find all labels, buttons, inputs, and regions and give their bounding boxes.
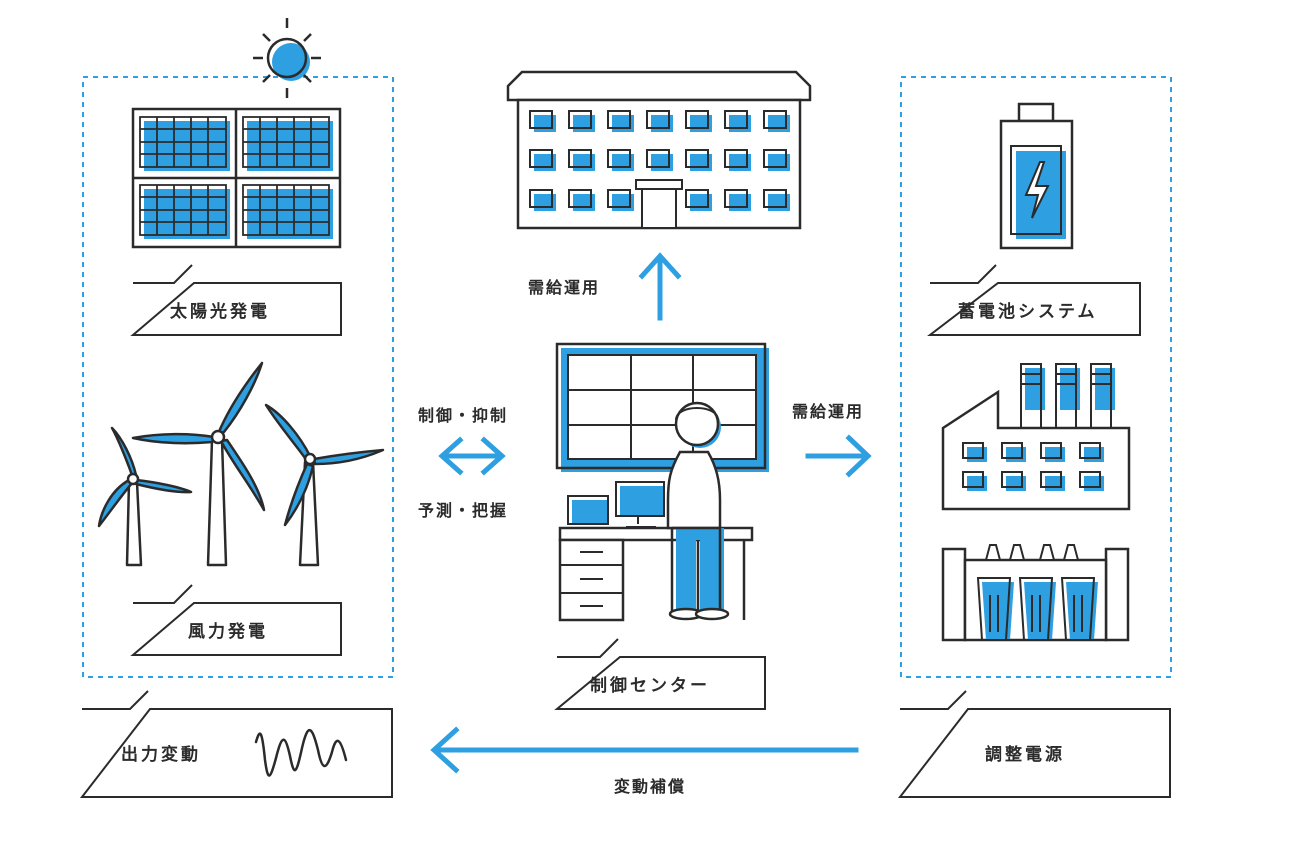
- output-fluctuation-label: 出力変動: [121, 740, 201, 765]
- control-suppress-label: 制御・抑制: [418, 402, 508, 426]
- wind-turbine-icon: [99, 363, 383, 565]
- battery-icon: [1001, 104, 1072, 248]
- adjustable-power-label: 調整電源: [985, 740, 1065, 765]
- arrow-right-icon: [808, 438, 868, 474]
- supply-demand-right-label: 需給運用: [792, 398, 864, 422]
- wind-label: 風力発電: [188, 617, 268, 642]
- arrow-up-icon: [642, 256, 678, 318]
- sun-icon: [253, 18, 321, 98]
- control-center-icon: [557, 344, 769, 620]
- forecast-grasp-label: 予測・把握: [418, 497, 508, 521]
- hydro-plant-icon: [943, 545, 1128, 640]
- building-icon: [508, 72, 810, 228]
- solar-label: 太陽光発電: [170, 297, 270, 322]
- thermal-plant-icon: [943, 364, 1129, 509]
- double-arrow-icon: [442, 440, 502, 472]
- fluctuation-compensation-label: 変動補償: [614, 773, 686, 797]
- solar-panel-icon: [133, 109, 340, 247]
- battery-label: 蓄電池システム: [958, 297, 1098, 322]
- arrow-left-icon: [434, 730, 856, 770]
- control-center-label: 制御センター: [590, 671, 710, 696]
- supply-demand-top-label: 需給運用: [528, 274, 600, 298]
